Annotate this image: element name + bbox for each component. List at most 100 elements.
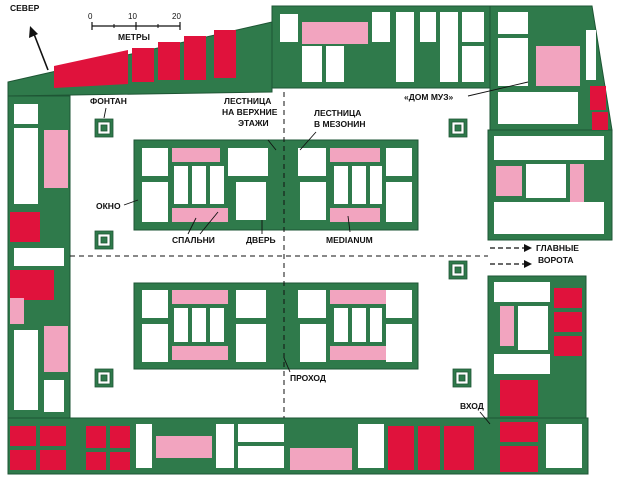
red-room (590, 86, 606, 110)
room-cell (440, 12, 458, 82)
gate-arrow-head (524, 244, 532, 252)
pink-room (44, 326, 68, 372)
north-arrow-head (29, 26, 38, 38)
scale-bar: 0 10 20 МЕТРЫ (88, 12, 181, 42)
fountains (94, 118, 472, 388)
fountain-icon (100, 374, 108, 382)
red-room (110, 426, 130, 448)
room-cell (546, 424, 582, 468)
pink-room (330, 148, 380, 162)
red-room (54, 50, 128, 88)
room-cell (44, 380, 64, 412)
room-cell (174, 166, 188, 204)
room-cell (386, 182, 412, 222)
red-room (184, 36, 206, 80)
pink-room (172, 148, 220, 162)
room-cell (462, 46, 484, 82)
red-room (444, 426, 474, 470)
pink-room (172, 208, 228, 222)
room-cell (334, 308, 348, 342)
pink-room (536, 46, 580, 86)
room-cell (494, 202, 604, 234)
scale-label-10: 10 (128, 12, 137, 21)
label-main-gate-1: ГЛАВНЫЕ (536, 243, 579, 253)
fountain-icon (454, 124, 462, 132)
fountain-icon (100, 236, 108, 244)
label-stairs-mezz-2: В МЕЗОНИН (314, 119, 365, 129)
leader-entrance (479, 411, 491, 425)
label-bedrooms: СПАЛЬНИ (172, 235, 215, 245)
room-cell (136, 424, 152, 468)
room-cell (358, 424, 384, 468)
room-cell (386, 324, 412, 362)
room-cell (300, 324, 326, 362)
label-passage: ПРОХОД (290, 373, 326, 383)
room-cell (494, 282, 550, 302)
pink-room (570, 164, 584, 202)
leader-bedrooms-2 (199, 211, 219, 235)
room-cell (494, 136, 604, 160)
pink-room (172, 346, 228, 360)
leader-stairs-upper (267, 139, 277, 151)
room-cell (462, 12, 484, 42)
red-room (388, 426, 414, 470)
red-room (40, 426, 66, 446)
leader-window (123, 199, 139, 206)
leader-passage (283, 357, 291, 373)
room-cell (192, 308, 206, 342)
red-room (132, 48, 154, 82)
pink-room (10, 298, 24, 324)
room-cell (386, 290, 412, 318)
red-room (500, 422, 538, 442)
room-cell (498, 38, 528, 86)
red-room (10, 450, 36, 470)
room-cell (298, 148, 326, 176)
room-cell (142, 182, 168, 222)
room-cell (280, 14, 298, 42)
room-cell (142, 148, 168, 176)
pink-room (44, 130, 68, 188)
room-cell (420, 12, 436, 42)
room-cells (14, 12, 604, 468)
room-cell (586, 30, 596, 80)
red-room (500, 380, 538, 416)
pink-room (330, 290, 386, 304)
red-room (10, 426, 36, 446)
courtyard-axes (70, 92, 488, 418)
room-cell (498, 92, 578, 124)
leader-medianum (347, 215, 351, 233)
pink-room (172, 290, 228, 304)
label-stairs-upper-2: НА ВЕРХНИЕ (222, 107, 278, 117)
label-door: ДВЕРЬ (246, 235, 276, 245)
red-room (158, 42, 180, 80)
room-cell (174, 308, 188, 342)
room-cell (236, 290, 266, 318)
fountain-icon (100, 124, 108, 132)
leader-bedrooms-1 (187, 217, 197, 235)
room-cell (298, 290, 326, 318)
label-fountain: ФОНТАН (90, 96, 127, 106)
scale-label-0: 0 (88, 12, 93, 21)
main-gate-arrows (490, 244, 532, 268)
red-room (10, 270, 54, 300)
room-cell (236, 324, 266, 362)
leader-stairs-mezzanine (299, 131, 317, 151)
room-cell (192, 166, 206, 204)
pink-room (302, 22, 368, 44)
room-cell (142, 290, 168, 318)
pink-room (330, 346, 386, 360)
north-label: СЕВЕР (10, 3, 40, 13)
pink-room (496, 166, 522, 196)
label-entrance: ВХОД (460, 401, 484, 411)
leader-fountain (103, 107, 107, 119)
label-house-muses: «ДОМ МУЗ» (404, 92, 454, 102)
label-stairs-upper-1: ЛЕСТНИЦА (224, 96, 271, 106)
room-cell (518, 306, 548, 350)
room-cell (238, 424, 284, 442)
room-cell (216, 424, 234, 468)
red-room (554, 336, 582, 356)
room-cell (334, 166, 348, 204)
red-room (418, 426, 440, 470)
room-cell (370, 166, 382, 204)
red-room (40, 450, 66, 470)
